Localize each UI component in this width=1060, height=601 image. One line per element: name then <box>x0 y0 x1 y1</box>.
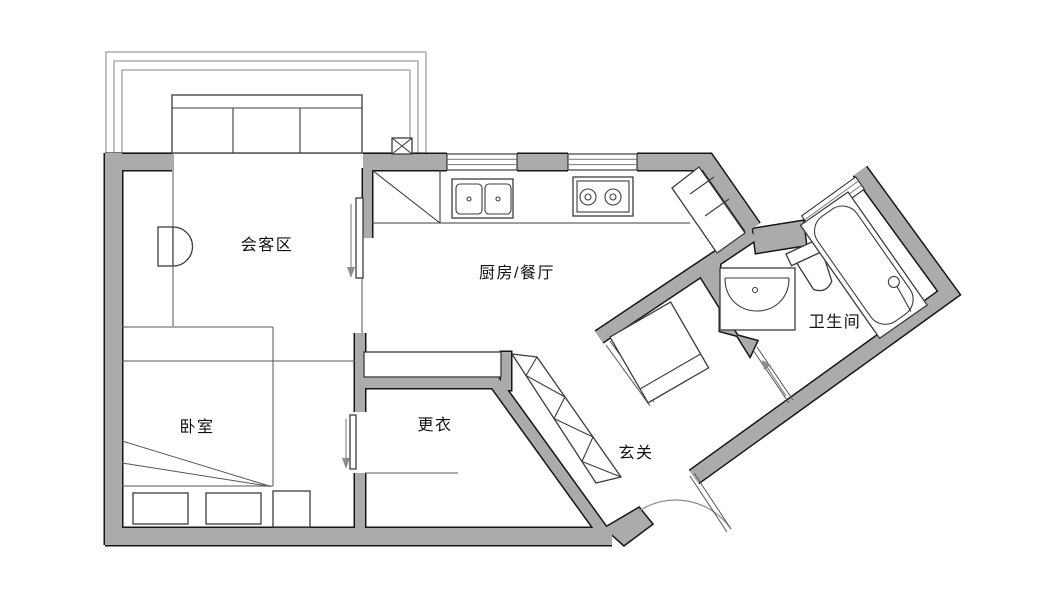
fridge-cabinet <box>671 166 746 254</box>
room-label-entry: 玄关 <box>618 444 653 462</box>
pillow <box>132 492 189 525</box>
bathtub <box>799 191 929 340</box>
bedroom-storage <box>122 326 355 486</box>
window-kitchen-left <box>446 153 518 171</box>
window-kitchen-right <box>567 153 638 171</box>
pillow <box>205 492 262 525</box>
room-label-kitchen: 厨房/餐厅 <box>479 264 555 282</box>
vanity-sink <box>719 267 796 331</box>
nightstand <box>272 490 311 528</box>
bench-cabinet <box>363 351 502 378</box>
stove <box>572 176 634 217</box>
room-label-dressing: 更衣 <box>417 416 452 434</box>
room-label-bedroom: 卧室 <box>179 418 214 436</box>
wardrobe <box>510 353 623 484</box>
kitchen-counter <box>371 166 746 254</box>
entry-door <box>638 472 732 533</box>
room-label-bathroom: 卫生间 <box>809 313 862 331</box>
walls-fill <box>105 153 960 545</box>
sliding-door-bedroom-dressing <box>342 414 357 470</box>
bed <box>121 440 273 525</box>
corner-cabinet <box>371 169 441 224</box>
kitchen-sink <box>451 178 514 219</box>
armchair <box>157 226 194 267</box>
sofa <box>171 94 363 154</box>
vent-box-icon <box>391 137 413 155</box>
room-label-living: 会客区 <box>241 236 294 254</box>
sliding-door-bathroom <box>752 346 794 404</box>
washer <box>609 301 710 404</box>
sliding-door-living-kitchen <box>347 197 364 333</box>
